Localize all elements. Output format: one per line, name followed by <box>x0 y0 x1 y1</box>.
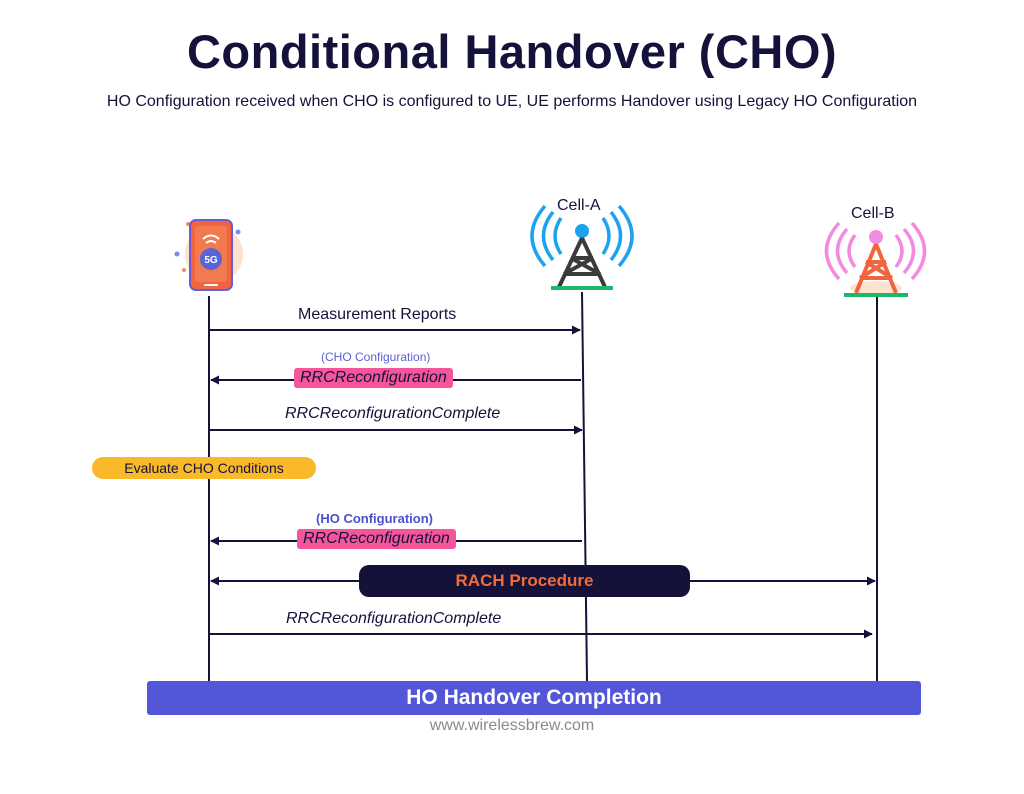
ho-handover-completion-bar: HO Handover Completion <box>147 681 921 715</box>
cell-b-label: Cell-B <box>851 205 895 222</box>
cell-a-tower-icon <box>530 204 634 290</box>
cell-b-tower-icon <box>824 221 927 297</box>
msg-measurement-reports: Measurement Reports <box>298 306 457 323</box>
msg-rrc-reconfiguration-cho: RRCReconfiguration <box>294 368 453 388</box>
evaluate-cho-conditions-badge: Evaluate CHO Conditions <box>92 457 316 479</box>
diagram-title: Conditional Handover (CHO) <box>186 25 838 78</box>
rach-procedure-box: RACH Procedure <box>359 565 690 597</box>
cell-a-label: Cell-A <box>557 197 601 214</box>
msg-rrc-reconfiguration-ho: RRCReconfiguration <box>297 529 456 549</box>
cell-a-lifeline <box>581 291 588 682</box>
diagram-subtitle: HO Configuration received when CHO is co… <box>106 93 918 110</box>
msg-rrc-reconfiguration-complete-a: RRCReconfigurationComplete <box>285 405 501 422</box>
note-ho-configuration: (HO Configuration) <box>316 511 433 526</box>
smartphone-5g-icon: 5G <box>174 219 243 291</box>
note-cho-configuration: (CHO Configuration) <box>321 350 431 364</box>
msg-rrc-reconfiguration-complete-b: RRCReconfigurationComplete <box>286 610 502 627</box>
phone-5g-badge: 5G <box>204 255 218 266</box>
footer-url: www.wirelessbrew.com <box>429 717 595 734</box>
